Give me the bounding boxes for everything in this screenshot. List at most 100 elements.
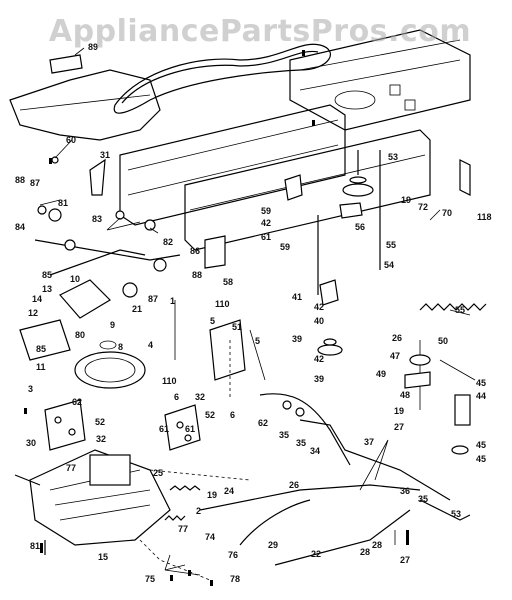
callout-22: 22	[311, 549, 321, 559]
callout-19: 19	[401, 195, 411, 205]
callout-77: 77	[66, 463, 76, 473]
callout-118: 118	[477, 212, 492, 222]
callout-27: 27	[394, 422, 404, 432]
callout-76: 76	[228, 550, 238, 560]
middle-brackets	[164, 235, 266, 451]
callout-84: 84	[15, 222, 25, 232]
callout-78: 78	[230, 574, 240, 584]
callout-89: 89	[88, 42, 98, 52]
callout-87: 87	[30, 178, 40, 188]
callout-56: 56	[355, 222, 365, 232]
linkage-rods	[199, 340, 476, 566]
transaxle	[14, 399, 171, 555]
frame-assembly	[9, 29, 471, 251]
callout-6: 6	[230, 410, 235, 420]
callout-3: 3	[28, 384, 33, 394]
callout-61: 61	[159, 424, 169, 434]
callout-61: 61	[185, 424, 195, 434]
guide-lines	[139, 340, 251, 581]
callout-30: 30	[26, 438, 36, 448]
callout-5: 5	[255, 336, 260, 346]
callout-61: 61	[261, 232, 271, 242]
callout-83: 83	[92, 214, 102, 224]
callout-27: 27	[400, 555, 410, 565]
callout-86: 86	[190, 246, 200, 256]
callout-15: 15	[98, 552, 108, 562]
callout-42: 42	[314, 354, 324, 364]
callout-45: 45	[476, 454, 486, 464]
callout-9: 9	[110, 320, 115, 330]
callout-80: 80	[75, 330, 85, 340]
callout-34: 34	[310, 446, 320, 456]
drive-belt	[113, 43, 331, 114]
callout-35: 35	[296, 438, 306, 448]
callout-55: 55	[455, 305, 465, 315]
center-pulleys	[284, 150, 471, 389]
callout-62: 62	[72, 397, 82, 407]
callout-82: 82	[163, 237, 173, 247]
callout-13: 13	[42, 284, 52, 294]
callout-39: 39	[292, 334, 302, 344]
callout-28: 28	[372, 540, 382, 550]
callout-72: 72	[418, 202, 428, 212]
callout-53: 53	[451, 509, 461, 519]
callout-58: 58	[223, 277, 233, 287]
callout-88: 88	[15, 175, 25, 185]
callout-10: 10	[70, 274, 80, 284]
callout-85: 85	[36, 344, 46, 354]
callout-52: 52	[95, 417, 105, 427]
callout-54: 54	[384, 260, 394, 270]
callout-31: 31	[100, 150, 110, 160]
callout-4: 4	[148, 340, 153, 350]
callout-48: 48	[400, 390, 410, 400]
callout-25: 25	[153, 468, 163, 478]
callout-59: 59	[280, 242, 290, 252]
callout-37: 37	[364, 437, 374, 447]
callout-59: 59	[261, 206, 271, 216]
callout-75: 75	[145, 574, 155, 584]
callout-70: 70	[442, 208, 452, 218]
callout-55: 55	[386, 240, 396, 250]
callout-77: 77	[178, 524, 188, 534]
callout-45: 45	[476, 440, 486, 450]
callout-5: 5	[210, 316, 215, 326]
upper-left-parts	[19, 54, 181, 389]
callout-51: 51	[232, 322, 242, 332]
callout-88: 88	[192, 270, 202, 280]
callout-45: 45	[476, 378, 486, 388]
callout-40: 40	[314, 316, 324, 326]
callout-12: 12	[28, 308, 38, 318]
callout-74: 74	[205, 532, 215, 542]
callout-42: 42	[314, 302, 324, 312]
callout-32: 32	[195, 392, 205, 402]
callout-26: 26	[392, 333, 402, 343]
callout-2: 2	[196, 506, 201, 516]
callout-81: 81	[30, 541, 40, 551]
callout-47: 47	[390, 351, 400, 361]
callout-19: 19	[394, 406, 404, 416]
callout-26: 26	[289, 480, 299, 490]
callout-110: 110	[215, 299, 230, 309]
callout-1: 1	[170, 296, 175, 306]
callout-36: 36	[400, 486, 410, 496]
callout-35: 35	[279, 430, 289, 440]
callout-81: 81	[58, 198, 68, 208]
callout-42: 42	[261, 218, 271, 228]
callout-50: 50	[438, 336, 448, 346]
callout-19: 19	[207, 490, 217, 500]
callout-28: 28	[360, 547, 370, 557]
callout-110: 110	[162, 376, 177, 386]
callout-62: 62	[258, 418, 268, 428]
callout-41: 41	[292, 292, 302, 302]
callout-44: 44	[476, 391, 486, 401]
callout-6: 6	[174, 392, 179, 402]
callout-85: 85	[42, 270, 52, 280]
callout-14: 14	[32, 294, 42, 304]
callout-8: 8	[118, 342, 123, 352]
callout-35: 35	[418, 494, 428, 504]
callout-53: 53	[388, 152, 398, 162]
fasteners	[24, 50, 409, 586]
